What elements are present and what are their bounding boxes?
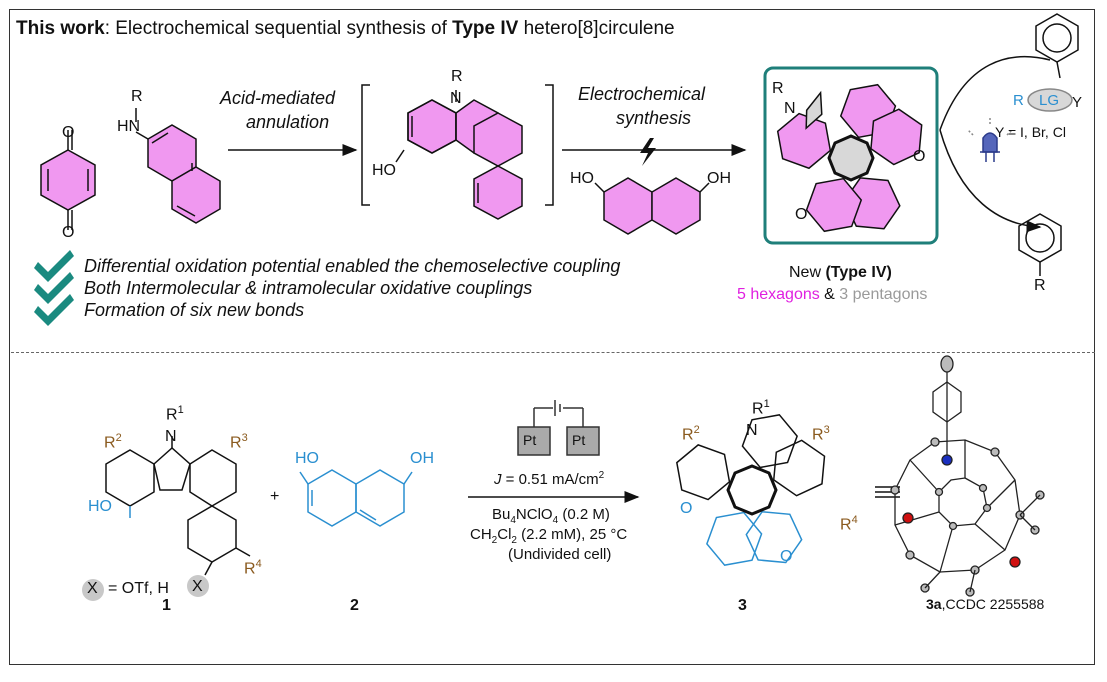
electrode-1: Pt [523, 432, 537, 448]
title-lead: This work [16, 18, 105, 39]
reagent-lg: LG [1039, 92, 1060, 109]
crystal-caption: 3a,CCDC 2255588 [926, 596, 1045, 612]
title-type: Type IV [452, 18, 519, 39]
diol-ho: HO [570, 170, 594, 187]
cmp1-n: N [165, 428, 177, 445]
new-type-label: New (Type IV) [789, 264, 892, 281]
check-icons [34, 250, 74, 326]
circulene-n: N [784, 100, 796, 117]
compound-3-structure [676, 414, 826, 566]
cmp3-n: N [746, 422, 758, 439]
cmp3-r2: R2 [682, 424, 700, 444]
reagent-y: Y [1072, 94, 1083, 111]
cmp3-r3: R3 [812, 424, 830, 444]
figure-title: This work: Electrochemical sequential sy… [16, 18, 675, 40]
current-density: J = 0.51 mA/cm2 [494, 470, 605, 488]
cmp1-r1: R1 [166, 404, 184, 424]
quinone-o-bottom: O [62, 224, 75, 241]
cmp1-x2: X [192, 578, 203, 595]
led-icon [967, 117, 1013, 162]
arrow2-line1: Electrochemical [578, 84, 706, 104]
bullet-1: Differential oxidation potential enabled… [84, 256, 621, 276]
circulene-o2: O [795, 206, 808, 223]
section-divider [11, 352, 1095, 353]
arrow2-line2: synthesis [616, 108, 692, 128]
aryl-halide-structure [1035, 13, 1079, 79]
title-text-b: hetero[8]circulene [518, 18, 675, 39]
cmp3-r4: R4 [840, 514, 858, 534]
arene-product-structure [1018, 213, 1062, 276]
cmp3-o1: O [680, 500, 693, 517]
benzoquinone-structure [40, 130, 96, 230]
product-r: R [1034, 277, 1046, 294]
carbazole-n: N [450, 90, 462, 107]
carbazole-r: R [451, 68, 463, 85]
bullet-2: Both Intermolecular & intramolecular oxi… [84, 278, 533, 298]
reagent-y-definition: Y = I, Br, Cl [995, 124, 1066, 140]
carbazole-structure [361, 84, 554, 220]
circulene-r: R [772, 80, 784, 97]
title-text-a: : Electrochemical sequential synthesis o… [104, 18, 453, 39]
arrow1-line2: annulation [246, 112, 330, 132]
figure-frame [9, 9, 1095, 665]
cmp1-label: 1 [162, 597, 171, 614]
electrode-2: Pt [572, 432, 586, 448]
reagent-r: R [1013, 92, 1024, 109]
plus-sign: + [270, 488, 280, 505]
quinone-o-top: O [62, 124, 75, 141]
cmp1-r2: R2 [104, 432, 122, 452]
naphthylamine-structure [135, 108, 221, 224]
solvent: CH2Cl2 (2.2 mM), 25 °C [470, 526, 628, 546]
circulene-structure [776, 83, 923, 233]
cmp1-x: X [87, 580, 98, 597]
amine-hn: HN [117, 118, 141, 135]
diol-oh: OH [707, 170, 731, 187]
cmp3-o2: O [780, 548, 793, 565]
bullet-3: Formation of six new bonds [84, 300, 305, 320]
circulene-o1: O [913, 148, 926, 165]
cmp2-ho: HO [295, 450, 319, 467]
electrochemical-cell-icon [517, 400, 600, 456]
crystal-structure-image [890, 355, 1045, 597]
compound-2-structure [299, 469, 413, 527]
cmp1-x-definition: = OTf, H [108, 580, 169, 597]
cmp3-label: 3 [738, 597, 747, 614]
cmp1-r3: R3 [230, 432, 248, 452]
carbazole-ho: HO [372, 162, 396, 179]
compound-1-structure [105, 436, 251, 576]
amine-r: R [131, 88, 143, 105]
cmp1-ho: HO [88, 498, 112, 515]
cmp2-oh: OH [410, 450, 434, 467]
cell-type: (Undivided cell) [508, 546, 612, 563]
electrolyte: Bu4NClO4 (0.2 M) [492, 506, 610, 526]
arrow1-line1: Acid-mediated [220, 88, 336, 108]
cmp2-label: 2 [350, 597, 359, 614]
ring-count: 5 hexagons & 3 pentagons [737, 286, 928, 303]
naphthalenediol-structure [594, 177, 710, 235]
cmp1-r4: R4 [244, 558, 262, 578]
cmp3-r1: R1 [752, 398, 770, 418]
